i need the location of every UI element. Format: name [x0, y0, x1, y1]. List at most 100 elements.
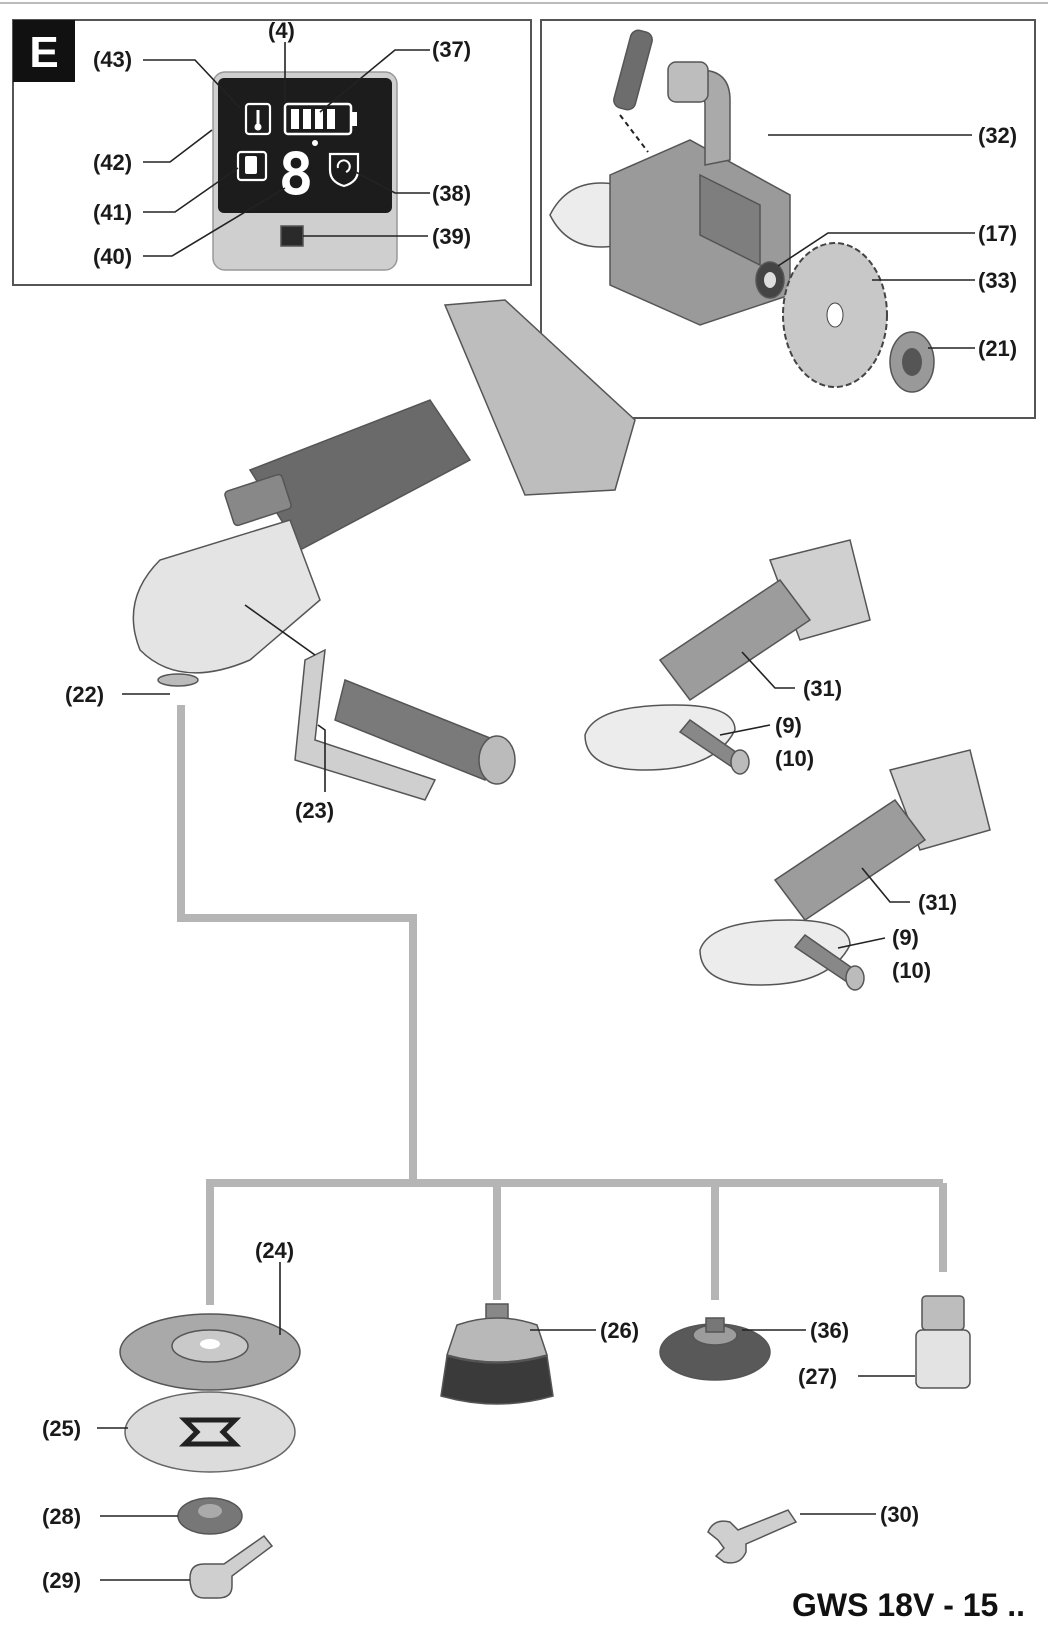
leader-41: [143, 167, 239, 213]
auxiliary-handle: [334, 678, 496, 782]
leader-9b: [837, 937, 886, 949]
battery-bar-2: [303, 109, 311, 129]
spindle-lock: [157, 673, 199, 687]
sanding-sheet-cutout: [178, 1417, 242, 1447]
accessory-open-end-spanner: (30): [707, 1502, 919, 1564]
variant-2-body: [773, 798, 927, 922]
status-dot: [312, 140, 318, 146]
label-40: (40): [93, 244, 132, 269]
leader-17: [777, 232, 975, 267]
label-31b: (31): [918, 890, 957, 915]
label-4: (4): [268, 18, 295, 43]
battery-pack: [443, 299, 636, 496]
handle-mount-line: [244, 604, 316, 656]
label-22: (22): [65, 682, 104, 707]
label-39: (39): [432, 224, 471, 249]
shield-arrow: [336, 159, 351, 173]
cup-brush-body: [446, 1317, 548, 1363]
label-27: (27): [798, 1364, 837, 1389]
extraction-port: [667, 61, 709, 103]
accessory-cup-brush: (26): [440, 1303, 639, 1405]
battery-bar-4: [327, 109, 335, 129]
leader-31b: [861, 867, 910, 903]
label-42: (42): [93, 150, 132, 175]
label-24: (24): [255, 1238, 294, 1263]
cup-brush-bristles: [440, 1355, 554, 1405]
battery-bar-3: [315, 109, 323, 129]
handle-axis-dash: [619, 114, 649, 153]
label-26: (26): [600, 1318, 639, 1343]
label-28: (28): [42, 1504, 81, 1529]
leader-23: [317, 724, 326, 792]
label-23: (23): [295, 798, 334, 823]
knot-brush-nut: [705, 1317, 725, 1333]
variant-1-disc-guard: [584, 704, 736, 771]
round-nut-center: [198, 1504, 222, 1518]
label-21: (21): [978, 336, 1017, 361]
leader-43: [143, 59, 241, 109]
leader-38: [351, 169, 430, 194]
label-9a: (9): [775, 713, 802, 738]
label-25: (25): [42, 1416, 81, 1441]
label-32: (32): [978, 123, 1017, 148]
label-29: (29): [42, 1568, 81, 1593]
leader-42: [143, 129, 213, 163]
leader-40: [143, 187, 286, 257]
label-33: (33): [978, 268, 1017, 293]
hand-guard: [294, 648, 437, 801]
connectivity-icon: [236, 150, 268, 182]
section-letter: E: [29, 28, 58, 77]
auxiliary-handle-inset: [613, 29, 653, 111]
cutting-guard-inset: (32) (17) (33) (21): [540, 19, 1036, 419]
mounting-flange-hole: [764, 272, 776, 288]
backing-pad-bore: [200, 1339, 220, 1349]
thermometer-bulb: [254, 123, 262, 131]
section-badge: [13, 20, 75, 82]
clamping-nut-center: [902, 348, 922, 376]
label-31a: (31): [803, 676, 842, 701]
accessory-two-pin-spanner: (29): [42, 1534, 274, 1599]
sanding-sheet: [124, 1391, 296, 1473]
accessory-round-nut: (28): [42, 1497, 243, 1535]
open-end-spanner: [707, 1509, 798, 1564]
speed-digit: 8: [279, 140, 314, 208]
main-grinder: (22) (23): [65, 299, 636, 823]
label-17: (17): [978, 221, 1017, 246]
label-9b: (9): [892, 925, 919, 950]
leader-31a: [741, 651, 795, 689]
accessory-sanding-sheet: (25): [42, 1391, 296, 1473]
control-panel-on-tool: [224, 473, 292, 527]
accessory-adapter: (27): [798, 1295, 971, 1389]
adapter-body: [915, 1329, 971, 1389]
accessory-tree: [177, 705, 947, 1305]
accessory-backing-pad: (24): [119, 1238, 301, 1391]
two-pin-spanner: [189, 1534, 274, 1599]
gear-head: [132, 519, 321, 674]
grinder-variant-2: (31) (9) (10): [699, 749, 991, 991]
label-38: (38): [432, 181, 471, 206]
mode-button: [280, 225, 304, 247]
variant-2-handle-end: [845, 965, 865, 991]
guard-vent: [699, 173, 761, 267]
model-label: GWS 18V - 15 ..: [792, 1587, 1025, 1623]
battery-tip: [351, 112, 357, 126]
variant-1-handle-end: [730, 749, 750, 775]
label-41: (41): [93, 200, 132, 225]
variant-1-body: [658, 578, 812, 702]
leader-9a: [719, 724, 771, 736]
label-43: (43): [93, 47, 132, 72]
auxiliary-handle-end: [478, 735, 516, 785]
battery-bar-1: [291, 109, 299, 129]
label-10b: (10): [892, 958, 931, 983]
leader-37: [319, 49, 430, 113]
label-10a: (10): [775, 746, 814, 771]
display-inset: E 8 (43) (4) (37: [12, 18, 532, 286]
adapter-top: [921, 1295, 965, 1331]
accessory-knot-brush: (36): [659, 1317, 849, 1381]
label-36: (36): [810, 1318, 849, 1343]
phone-glyph: [245, 156, 257, 174]
label-30: (30): [880, 1502, 919, 1527]
grinder-variant-1: (31) (9) (10): [584, 539, 871, 775]
temperature-icon: [244, 102, 272, 136]
